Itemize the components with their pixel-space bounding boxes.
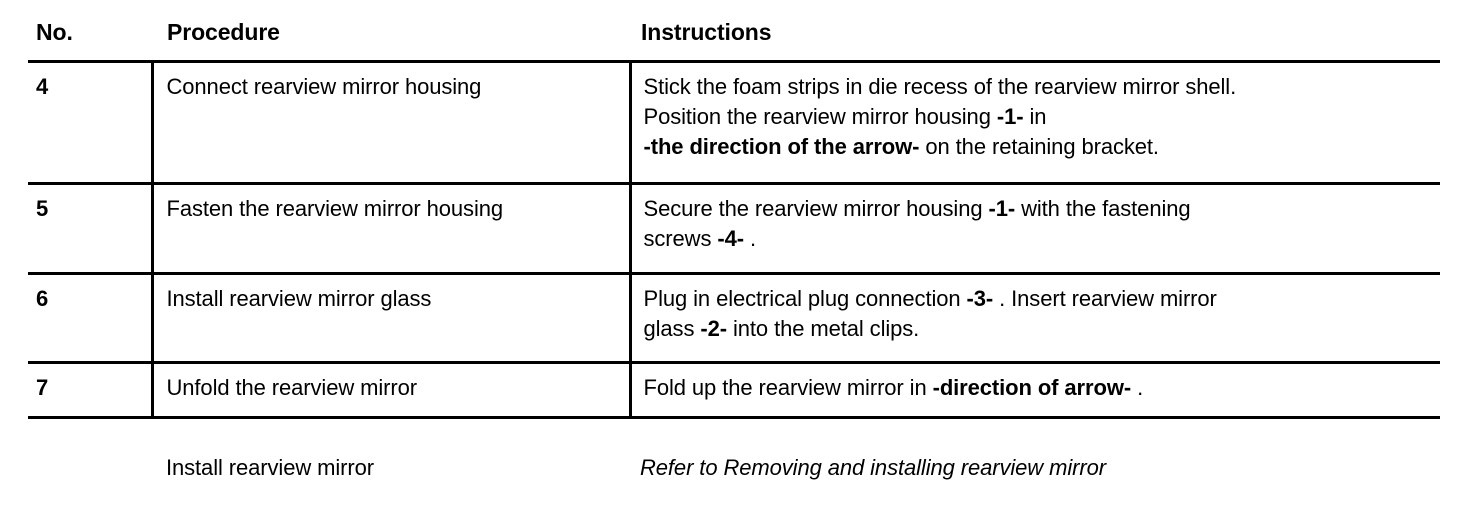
cell-procedure: Unfold the rearview mirror — [152, 361, 632, 419]
instruction-run: Plug in electrical plug connection — [643, 286, 967, 311]
instruction-run: . Insert rearview mirror — [993, 286, 1217, 311]
step-number-text: 4 — [36, 74, 49, 99]
table-footer-row: Install rearview mirror Refer to Removin… — [0, 452, 1472, 496]
instruction-run: . — [1131, 375, 1144, 400]
instruction-run: Stick the foam strips in die recess of t… — [643, 74, 1237, 99]
procedure-text: Unfold the rearview mirror — [166, 375, 418, 400]
instruction-callout: -4- — [717, 226, 744, 251]
footer-procedure: Install rearview mirror — [166, 455, 374, 480]
instruction-callout: -direction of arrow- — [932, 375, 1132, 400]
instruction-line: screws -4- . — [644, 224, 1435, 254]
cell-step-number: 5 — [28, 182, 154, 274]
cell-instructions: Stick the foam strips in die recess of t… — [630, 60, 1441, 184]
instruction-line: -the direction of the arrow- on the reta… — [644, 132, 1435, 162]
procedure-text: Connect rearview mirror housing — [166, 74, 482, 99]
table-row: 6 Install rearview mirror glass Plug in el… — [28, 272, 1441, 363]
instruction-run: in — [1023, 104, 1047, 129]
instruction-callout: -1- — [988, 196, 1016, 221]
instruction-run: with the fastening — [1015, 196, 1191, 221]
instruction-callout: -the direction of the arrow- — [643, 134, 920, 159]
cell-procedure: Connect rearview mirror housing — [152, 60, 632, 184]
column-header-no: No. — [36, 19, 73, 45]
instruction-line: glass -2- into the metal clips. — [644, 314, 1435, 344]
table-row: 4 Connect rearview mirror housing Stick th… — [28, 60, 1441, 184]
instruction-line: Fold up the rearview mirror in -directio… — [644, 373, 1435, 403]
instructions-text: Secure the rearview mirror housing -1- w… — [632, 185, 1441, 254]
instruction-run: Secure the rearview mirror housing — [643, 196, 989, 221]
step-number-text: 7 — [36, 375, 49, 400]
step-number-text: 6 — [36, 286, 49, 311]
instruction-run: Fold up the rearview mirror in — [643, 375, 933, 400]
cell-procedure: Fasten the rearview mirror housing — [152, 182, 632, 274]
table-row: 5 Fasten the rearview mirror housing Secur… — [28, 182, 1441, 274]
instruction-run: glass — [643, 316, 701, 341]
column-header-instructions: Instructions — [641, 19, 772, 45]
instruction-line: Secure the rearview mirror housing -1- w… — [644, 194, 1435, 224]
instruction-line: Plug in electrical plug connection -3- .… — [644, 284, 1435, 314]
instructions-text: Fold up the rearview mirror in -directio… — [632, 364, 1441, 403]
instruction-line: Position the rearview mirror housing -1-… — [644, 102, 1435, 132]
step-number-text: 5 — [36, 196, 49, 221]
instruction-callout: -2- — [700, 316, 727, 341]
procedure-table: 4 Connect rearview mirror housing Stick th… — [28, 60, 1440, 419]
instruction-callout: -3- — [966, 286, 994, 311]
instruction-run: Position the rearview mirror housing — [643, 104, 997, 129]
cell-step-number: 4 — [28, 60, 154, 184]
cell-instructions: Secure the rearview mirror housing -1- w… — [630, 182, 1441, 274]
instruction-run: . — [743, 226, 756, 251]
procedure-text: Fasten the rearview mirror housing — [166, 196, 504, 221]
procedure-text: Install rearview mirror glass — [166, 286, 432, 311]
cell-procedure: Install rearview mirror glass — [152, 272, 632, 363]
instruction-run: on the retaining bracket. — [919, 134, 1159, 159]
column-header-procedure: Procedure — [167, 19, 280, 45]
table-column-headers: No. Procedure Instructions — [0, 18, 1472, 54]
cell-step-number: 6 — [28, 272, 154, 363]
instruction-run: screws — [643, 226, 718, 251]
cell-step-number: 7 — [28, 361, 154, 419]
table-row: 7 Unfold the rearview mirror Fold up the r… — [28, 361, 1441, 419]
footer-instructions-reference: Refer to Removing and installing rearvie… — [640, 455, 1106, 480]
cell-instructions: Fold up the rearview mirror in -directio… — [630, 361, 1441, 419]
instructions-text: Stick the foam strips in die recess of t… — [632, 63, 1441, 162]
instruction-run: into the metal clips. — [726, 316, 920, 341]
procedure-table-body: 4 Connect rearview mirror housing Stick th… — [28, 60, 1441, 419]
cell-instructions: Plug in electrical plug connection -3- .… — [630, 272, 1441, 363]
instructions-text: Plug in electrical plug connection -3- .… — [632, 275, 1441, 344]
instruction-callout: -1- — [996, 104, 1024, 129]
instruction-line: Stick the foam strips in die recess of t… — [644, 72, 1435, 102]
